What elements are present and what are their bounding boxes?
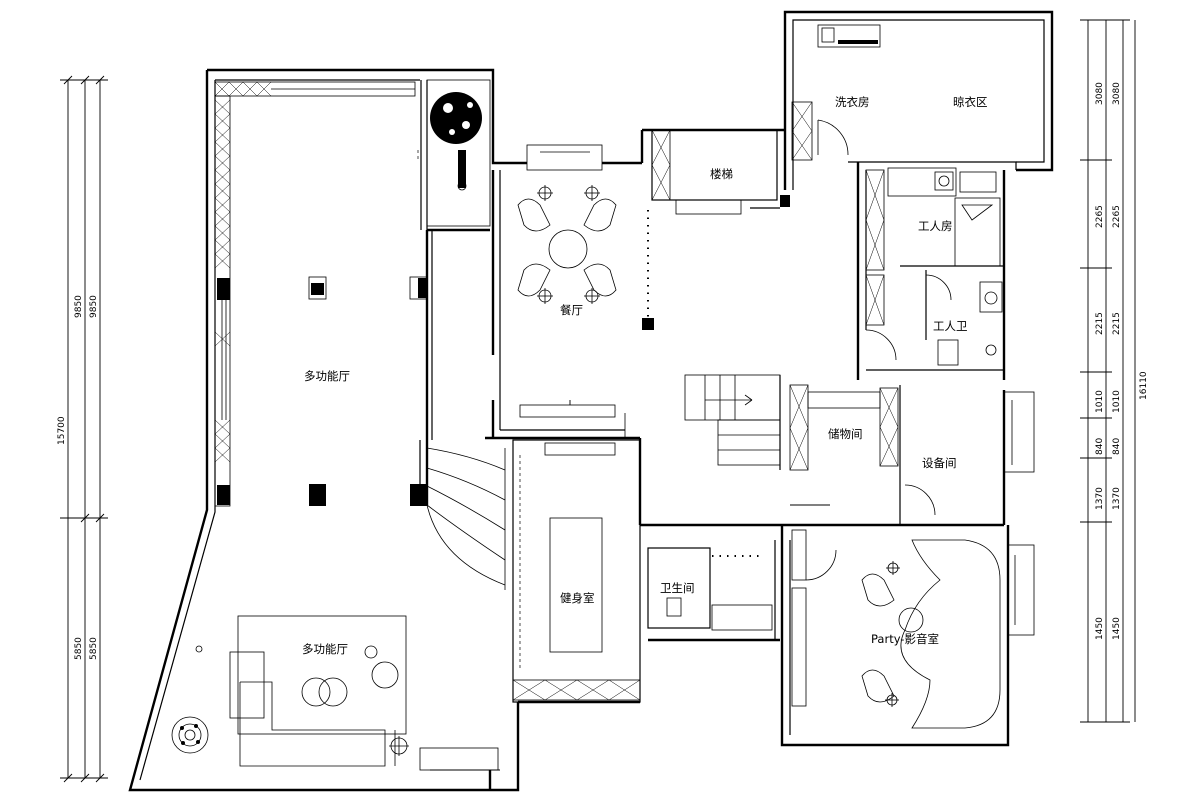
- label-multi-hall-lower: 多功能厅: [302, 642, 348, 656]
- dim-left-upper-2: 9850: [89, 295, 99, 318]
- dim-right-total: 16110: [1139, 371, 1149, 400]
- label-laundry: 洗衣房: [835, 95, 870, 109]
- dim-right-1: 3080: [1095, 82, 1105, 105]
- curved-steps: [426, 447, 506, 590]
- dim-right-7b: 1450: [1112, 617, 1122, 640]
- dining-table-set: [517, 185, 617, 304]
- dim-left-lower: 5850: [74, 637, 84, 660]
- laundry-walls: [783, 10, 1054, 190]
- label-maid-wc: 工人卫: [933, 319, 968, 333]
- dim-right-4: 1010: [1095, 390, 1105, 413]
- label-equipment: 设备间: [922, 456, 957, 470]
- dim-right-3b: 2215: [1112, 312, 1122, 335]
- label-drying: 晾衣区: [953, 95, 988, 109]
- label-maid-room: 工人房: [918, 219, 953, 233]
- label-dining: 餐厅: [560, 303, 583, 317]
- maid-area: [856, 162, 1006, 380]
- balustrade-top: [214, 81, 415, 97]
- storage-equipment: [640, 384, 1035, 527]
- label-party: Party-影音室: [871, 632, 939, 646]
- left-dimensions: 15700 9850 9850 5850 5850: [57, 75, 108, 783]
- dim-right-5b: 840: [1112, 438, 1122, 455]
- dim-right-6b: 1370: [1112, 487, 1122, 510]
- dim-right-1b: 3080: [1112, 82, 1122, 105]
- label-toilet: 卫生间: [660, 581, 695, 595]
- dim-left-upper: 9850: [74, 295, 84, 318]
- courtyard: [417, 79, 491, 227]
- label-gym: 健身室: [560, 591, 595, 605]
- dim-right-4b: 1010: [1112, 390, 1122, 413]
- dim-right-5: 840: [1095, 438, 1105, 455]
- left-wing-walls: [128, 68, 527, 792]
- dim-right-3: 2215: [1095, 312, 1105, 335]
- shrub-icon: [171, 716, 209, 754]
- balustrade-left: [214, 99, 231, 463]
- columns-hall: [217, 276, 428, 506]
- right-dimensions: 3080 3080 2265 2265 2215 2215 1010 1010 …: [1080, 19, 1149, 723]
- lower-lounge: [171, 615, 409, 767]
- label-storage: 储物间: [828, 427, 863, 441]
- dim-left-lower-2: 5850: [89, 637, 99, 660]
- party-room: [780, 525, 1035, 747]
- dining-walls: [485, 130, 654, 440]
- central-stair: [638, 374, 781, 525]
- toilet: [647, 540, 780, 642]
- stair-room: [642, 128, 790, 215]
- room-labels: 多功能厅 多功能厅 餐厅 楼梯 洗衣房 晾衣区 工人房 工人卫 储物间 设备间 …: [302, 95, 988, 656]
- label-multi-hall: 多功能厅: [304, 369, 350, 383]
- label-stair-room: 楼梯: [710, 167, 733, 181]
- dim-right-2b: 2265: [1112, 205, 1122, 228]
- dim-left-total: 15700: [57, 416, 67, 445]
- dim-right-7: 1450: [1095, 617, 1105, 640]
- dim-right-6: 1370: [1095, 487, 1105, 510]
- dim-right-2: 2265: [1095, 205, 1105, 228]
- gym: [512, 439, 641, 704]
- wall-marks: [430, 400, 830, 771]
